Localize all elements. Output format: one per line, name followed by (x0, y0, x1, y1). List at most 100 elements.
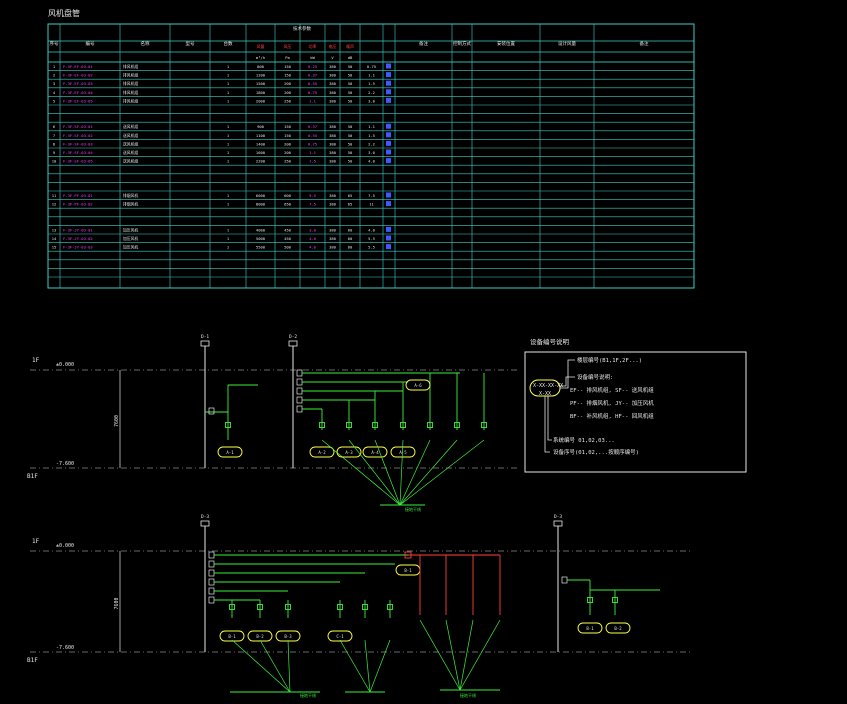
table-header-cell: 控制方式 (453, 40, 471, 47)
table-cell: 1 (227, 124, 230, 129)
legend-line-2: 设备编号说明: (577, 373, 613, 381)
table-cell: F-3F-EF-03-03 (63, 81, 93, 86)
table-header-cell: 序号 (50, 40, 59, 47)
device-tag-box (247, 630, 273, 642)
row-indicator (386, 132, 391, 138)
row-indicator (386, 89, 391, 95)
valve-symbol (319, 422, 325, 428)
table-header-cell: 备注 (419, 40, 428, 47)
table-cell: 380 (329, 124, 337, 129)
table-cell: 0.37 (308, 73, 317, 78)
ground-wire (399, 439, 485, 506)
ground-note: 接地干线 (460, 692, 476, 698)
device-tag-box (217, 446, 243, 458)
valve-symbol (427, 422, 433, 428)
table-cell: 3 (53, 81, 55, 86)
table-cell: F-3F-SF-03-02 (63, 133, 93, 138)
table-cell: 50 (348, 141, 353, 146)
table-cell: 5.5 (368, 245, 375, 250)
ground-wire (374, 439, 401, 506)
row-indicator (386, 226, 391, 232)
table-cell: 150 (284, 133, 292, 138)
row-indicator (386, 192, 391, 198)
legend-subtag: X-XX (539, 391, 551, 397)
table-cell: 3.0 (368, 150, 376, 155)
row-indicator (386, 80, 391, 86)
table-cell: F-3F-EF-03-05 (63, 98, 93, 103)
table-cell: 150 (284, 73, 292, 78)
table-cell: 排风机组 (123, 73, 138, 78)
table-cell: F-3F-SF-03-04 (63, 150, 93, 155)
table-cell: 2 (53, 73, 55, 78)
ground-wire (321, 439, 401, 506)
table-cell: 60 (348, 227, 353, 232)
table-cell: 0.55 (308, 133, 317, 138)
ground-wire (399, 439, 431, 506)
valve-symbol (337, 604, 343, 610)
legend-line-6: 系统编号 01,02,03... (553, 436, 615, 444)
valve-symbol (285, 604, 291, 610)
valve-symbol (400, 422, 406, 428)
table-cell: F-3F-JY-03-02 (63, 236, 93, 241)
row-indicator (386, 244, 391, 250)
ground-wire (231, 639, 291, 693)
table-cell: F-3F-JY-03-03 (63, 245, 93, 250)
table-cell: 150 (284, 64, 292, 69)
table-cell: 380 (329, 236, 337, 241)
table-cell: 380 (329, 64, 337, 69)
ground-wire (459, 619, 501, 691)
row-indicator (386, 149, 391, 155)
table-cell: F-3F-JY-03-01 (63, 227, 93, 232)
table-cell: 50 (348, 73, 353, 78)
table-cell: 1.1 (309, 98, 317, 103)
table-header-cell: 设计风量 (558, 40, 576, 47)
device-tag-text: A-5 (399, 450, 407, 455)
table-cell: 7.5 (368, 193, 375, 198)
table-cell: 200 (284, 141, 292, 146)
table-cell: 250 (284, 159, 292, 164)
device-tag-text: A-2 (318, 450, 326, 455)
table-cell: 1.5 (368, 133, 375, 138)
table-cell: 600 (284, 193, 292, 198)
table-cell: 800 (257, 64, 265, 69)
device-tag-box (336, 446, 362, 458)
device-tag-text: A-6 (414, 383, 422, 388)
table-header-cell: 型号 (186, 40, 195, 47)
table-cell: 0.75 (367, 64, 376, 69)
device-tag-text: B-3 (284, 634, 292, 639)
valve-symbol (454, 422, 460, 428)
legend-line-4: PF-- 排烟风机, JY-- 加压风机 (570, 399, 654, 407)
table-cell: 380 (329, 141, 337, 146)
table-cell: 380 (329, 133, 337, 138)
ground-wire (369, 639, 391, 693)
table-cell: 8 (53, 141, 56, 146)
device-tag-text: B-1 (404, 568, 412, 573)
table-cell: 4000 (256, 227, 266, 232)
junction-box (208, 407, 215, 415)
table-cell: 450 (284, 227, 292, 232)
table-cell: 380 (329, 81, 337, 86)
table-cell: 2200 (256, 159, 266, 164)
table-cell: 12 (52, 202, 57, 207)
table-cell: 1.1 (368, 124, 376, 129)
table-cell: 5.5 (368, 236, 375, 241)
table-cell: 0.75 (308, 141, 317, 146)
height-dimension: 7600 (114, 597, 120, 609)
table-cell: 380 (329, 73, 337, 78)
valve-symbol (387, 604, 393, 610)
table-cell: 11 (52, 193, 57, 198)
device-tag-box (362, 446, 388, 458)
device-tag-text: A-1 (226, 450, 234, 455)
table-unit-cell: kW (310, 55, 315, 60)
row-indicator (386, 158, 391, 164)
table-header-cell: 备注 (640, 40, 649, 47)
table-cell: F-3F-PF-03-02 (63, 202, 93, 207)
table-cell: 60 (348, 245, 353, 250)
ground-wire (419, 619, 461, 691)
table-cell: 1 (53, 64, 56, 69)
table-cell: 450 (284, 236, 292, 241)
table-cell: 3.0 (309, 227, 317, 232)
table-cell: 0.55 (308, 81, 317, 86)
table-subheader-cell: 风压 (284, 44, 292, 49)
